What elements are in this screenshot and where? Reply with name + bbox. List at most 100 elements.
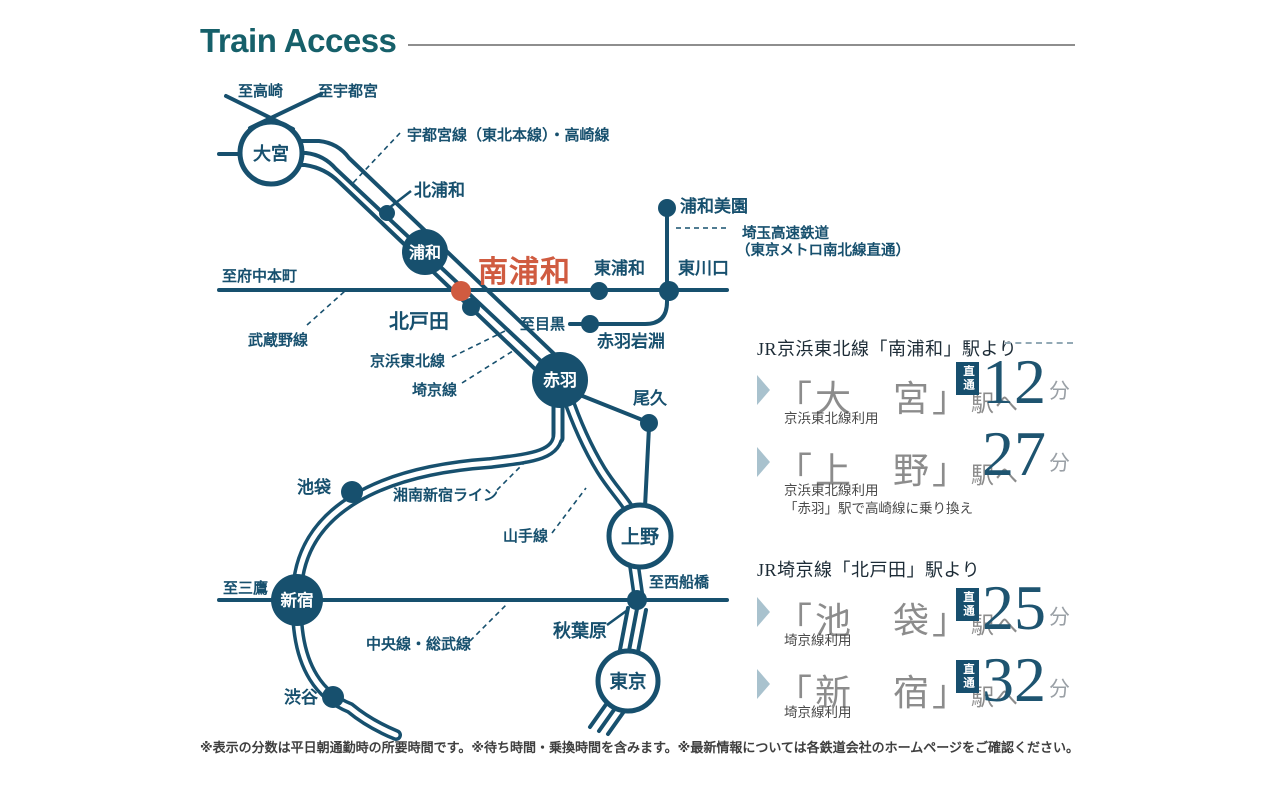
minami-urawa-label: 南浦和: [478, 256, 571, 289]
route-arrow-icon: [757, 597, 770, 627]
route4-name: 「新 宿」: [776, 673, 972, 713]
major-stations-open: [237, 119, 674, 714]
station-dots: [322, 199, 679, 708]
shibuya-dot: [322, 686, 344, 708]
page-title: Train Access: [200, 22, 397, 59]
higashi-kawaguchi-label: 東川口: [678, 258, 729, 278]
oku-branch: [578, 393, 647, 423]
section1-header: JR京浜東北線「南浦和」駅より: [757, 339, 1018, 359]
major-stations-filled: [271, 229, 588, 626]
route4-note: 埼京線利用: [784, 705, 852, 720]
tokyo-south-stubs: [588, 701, 627, 736]
to-takasaki-label: 至高崎: [238, 82, 283, 100]
route2-note: 京浜東北線利用: [784, 483, 879, 498]
title-divider: [408, 44, 1075, 46]
shinjuku-label: 新宿: [281, 590, 314, 610]
route3-time: 直通 25 分: [955, 572, 1070, 643]
utsunomiya-takasaki-line-label: 宇都宮線（東北本線）・高崎線: [407, 126, 610, 144]
ikebukuro-label: 池袋: [297, 477, 332, 497]
saitama-rapid-label-2: （東京メトロ南北線直通）: [736, 241, 910, 259]
kita-urawa-label: 北浦和: [414, 180, 465, 200]
section2-header: JR埼京線「北戸田」駅より: [757, 560, 981, 580]
akabane-circle: [532, 352, 588, 408]
double-tracks: [290, 384, 645, 741]
to-utsunomiya-label: 至宇都宮: [318, 82, 378, 100]
route2-minutes: 27: [982, 418, 1046, 489]
to-meguro-label: 至目黒: [520, 316, 565, 333]
route-arrow-icon: [757, 375, 770, 405]
route3-minutes: 25: [982, 572, 1046, 643]
higashi-urawa-label: 東浦和: [594, 258, 645, 278]
route3-unit: 分: [1049, 605, 1070, 630]
ueno-label: 上野: [621, 526, 659, 548]
route4-unit: 分: [1049, 677, 1070, 702]
akabane-label: 赤羽: [543, 370, 577, 390]
route2-suffix: 駅へ: [971, 463, 1020, 488]
keihin-tohoku-line-label: 京浜東北線: [370, 352, 445, 370]
musashino-line-label: 武蔵野線: [248, 331, 308, 349]
ueno-circle: [606, 502, 674, 570]
higashi-urawa-dot: [590, 282, 608, 300]
route3-name: 「池 袋」: [776, 601, 972, 641]
route2-time: 直通 27 分: [982, 418, 1070, 489]
to-fuchu-hommachi-label: 至府中本町: [222, 267, 297, 285]
route2-name: 「上 野」: [776, 451, 972, 491]
shinjuku-circle: [271, 574, 323, 626]
urawa-circle: [402, 229, 448, 275]
route4-destination: 「新 宿」駅へ: [776, 664, 1019, 716]
route-arrow-icon: [757, 669, 770, 699]
saitama-rapid-track: [568, 205, 669, 326]
direct-badge: 直通: [955, 588, 979, 622]
akihabara-dot: [627, 590, 647, 610]
route1-name: 「大 宮」: [776, 379, 972, 419]
direct-badge: 直通: [955, 660, 979, 694]
label-callouts: [306, 132, 729, 642]
urawa-misono-label: 浦和美園: [680, 196, 748, 216]
urawa-label: 浦和: [409, 243, 441, 262]
kita-toda-label: 北戸田: [389, 310, 449, 333]
route4-time: 直通 32 分: [955, 644, 1070, 715]
higashi-kawaguchi-dot: [659, 281, 679, 301]
route2-note2: 「赤羽」駅で高崎線に乗り換え: [784, 501, 973, 516]
label-ticks: [388, 190, 630, 627]
route3-destination: 「池 袋」駅へ: [776, 592, 1019, 644]
kita-urawa-dot: [379, 205, 395, 221]
tokyo-label: 東京: [609, 671, 646, 692]
to-mitaka-label: 至三鷹: [223, 579, 268, 597]
shibuya-label: 渋谷: [284, 687, 319, 707]
saitama-rapid-label-1: 埼玉高速鉄道: [742, 224, 829, 242]
oku-label: 尾久: [633, 388, 667, 408]
akihabara-tokyo-tracks: [617, 606, 648, 659]
to-nishi-funabashi-label: 至西船橋: [649, 573, 710, 591]
route-arrow-icon: [757, 447, 770, 477]
route1-time: 直通 12 分: [955, 349, 1070, 414]
oku-dot: [640, 414, 658, 432]
saikyo-line-label: 埼京線: [412, 381, 457, 399]
omiya-label: 大宮: [253, 143, 289, 164]
route1-note: 京浜東北線利用: [784, 411, 879, 426]
route4-minutes: 32: [982, 644, 1046, 715]
route2-destination: 「上 野」駅へ: [776, 442, 1019, 494]
footnote: ※表示の分数は平日朝通勤時の所要時間です。※待ち時間・乗換時間を含みます。※最新…: [200, 740, 1080, 755]
route1-destination: 「大 宮」駅へ: [776, 370, 1019, 422]
saikyo-track: [297, 163, 559, 392]
ikebukuro-dot: [341, 481, 363, 503]
urawa-misono-dot: [658, 199, 676, 217]
direct-badge: 直通: [955, 362, 979, 396]
route1-unit: 分: [1049, 379, 1070, 404]
chuo-sobu-line-label: 中央線・総武線: [366, 635, 471, 653]
utsunomiya-takasaki-track: [297, 139, 575, 374]
section1-header-dashes: [1005, 342, 1073, 344]
route3-note: 埼京線利用: [784, 633, 852, 648]
shonan-shinjuku-line-label: 湘南新宿ライン: [393, 486, 498, 504]
keihin-tohoku-track: [297, 151, 562, 381]
akabane-iwabuchi-dot: [581, 315, 599, 333]
oku-ueno-line: [643, 425, 651, 509]
akihabara-label: 秋葉原: [553, 620, 607, 641]
akabane-iwabuchi-label: 赤羽岩淵: [597, 331, 665, 351]
tokyo-circle: [595, 648, 661, 714]
minami-urawa-dot: [451, 281, 471, 301]
kita-toda-dot: [462, 298, 480, 316]
